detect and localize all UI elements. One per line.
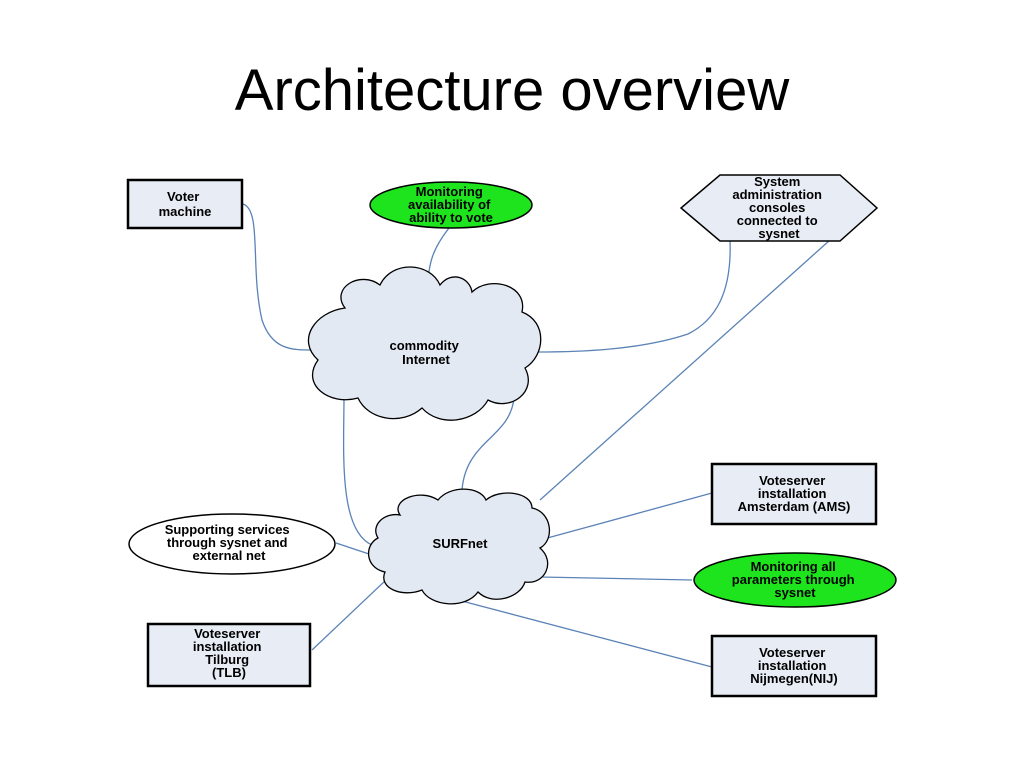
connector-internet-surfnet-right	[461, 397, 515, 491]
svg-text:Voter machine: Voter machine	[159, 189, 212, 219]
connector-surfnet-supporting	[335, 542, 373, 556]
supporting-services-node: Supporting services through sysnet and e…	[128, 513, 336, 575]
connector-surfnet-monitoring-all	[539, 576, 693, 581]
svg-text:Voteserver installation: Voteserver installation Tilburg (TLB)	[193, 626, 265, 680]
voter-machine-node: Voter machine	[126, 178, 244, 230]
svg-text:Voteserver installation: Voteserver installation Nijmegen(NIJ)	[750, 645, 837, 686]
connector-surfnet-nijmegen	[457, 599, 713, 668]
connector-surfnet-tilburg	[311, 579, 387, 651]
voteserver-amsterdam-node: Voteserver installation Amsterdam (AMS)	[710, 462, 878, 526]
surfnet-cloud: SURFnet	[368, 488, 551, 605]
svg-text:System administration: System administration consoles connected…	[732, 174, 825, 241]
svg-text:Monitoring all parameter: Monitoring all parameters through sysnet	[732, 559, 858, 600]
slide-title: Architecture overview	[234, 58, 790, 123]
commodity-internet-cloud: commodity Internet	[307, 266, 542, 421]
voteserver-nijmegen-node: Voteserver installation Nijmegen(NIJ)	[710, 634, 878, 698]
connector-sysadmin-surfnet	[539, 239, 831, 501]
system-administration-node: System administration consoles connected…	[679, 174, 879, 242]
connector-surfnet-ams	[539, 492, 713, 541]
svg-text:Voteserver installation: Voteserver installation Amsterdam (AMS)	[738, 473, 851, 514]
connector-internet-surfnet-left	[342, 395, 373, 546]
svg-text:commodity Internet: commodity Internet	[390, 338, 463, 367]
voteserver-tilburg-node: Voteserver installation Tilburg (TLB)	[146, 622, 312, 688]
monitoring-availability-node: Monitoring availability of ability to vo…	[369, 181, 533, 229]
connector-sysadmin-internet	[535, 239, 731, 353]
svg-text:Monitoring availability: Monitoring availability of ability to vo…	[408, 184, 494, 225]
connector-voter-internet	[242, 203, 313, 351]
monitoring-all-node: Monitoring all parameters through sysnet	[693, 552, 897, 608]
svg-text:SURFnet: SURFnet	[433, 536, 489, 551]
connectors	[242, 203, 831, 668]
svg-text:Supporting services thro: Supporting services through sysnet and e…	[165, 522, 294, 563]
